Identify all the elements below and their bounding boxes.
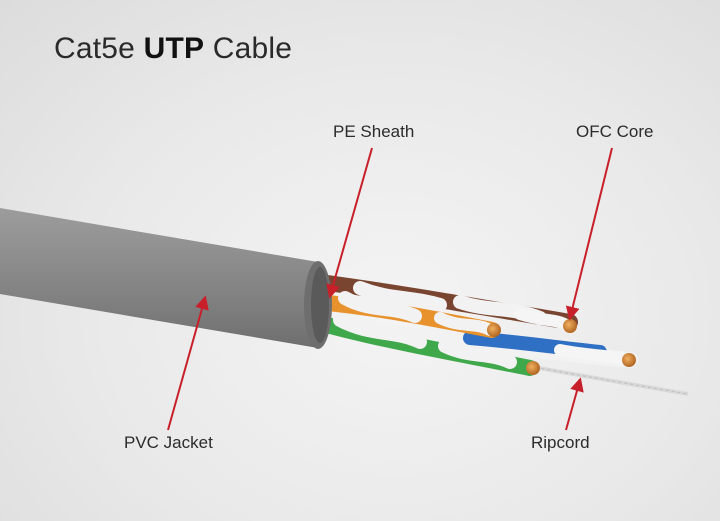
ofc-core-arrow: [565, 147, 613, 321]
green-pair: [308, 313, 540, 376]
brown-pair: [312, 274, 578, 333]
title-prefix: Cat5e: [54, 32, 136, 65]
ofc-core-label: OFC Core: [576, 122, 654, 141]
pvc-jacket-label: PVC Jacket: [124, 433, 213, 452]
orange-pair: [310, 291, 501, 338]
title-bold: UTP: [143, 32, 205, 65]
title-suffix: Cable: [212, 32, 293, 65]
diagram-title: Cat5e UTP Cable: [54, 32, 292, 66]
ripcord-label: Ripcord: [531, 433, 590, 452]
pe-sheath-label: PE Sheath: [333, 122, 415, 141]
pe-sheath-arrow: [326, 147, 373, 299]
pvc-jacket-shape: [0, 208, 332, 349]
ripcord-arrow: [565, 377, 584, 431]
pvc-jacket-arrow: [167, 295, 209, 431]
